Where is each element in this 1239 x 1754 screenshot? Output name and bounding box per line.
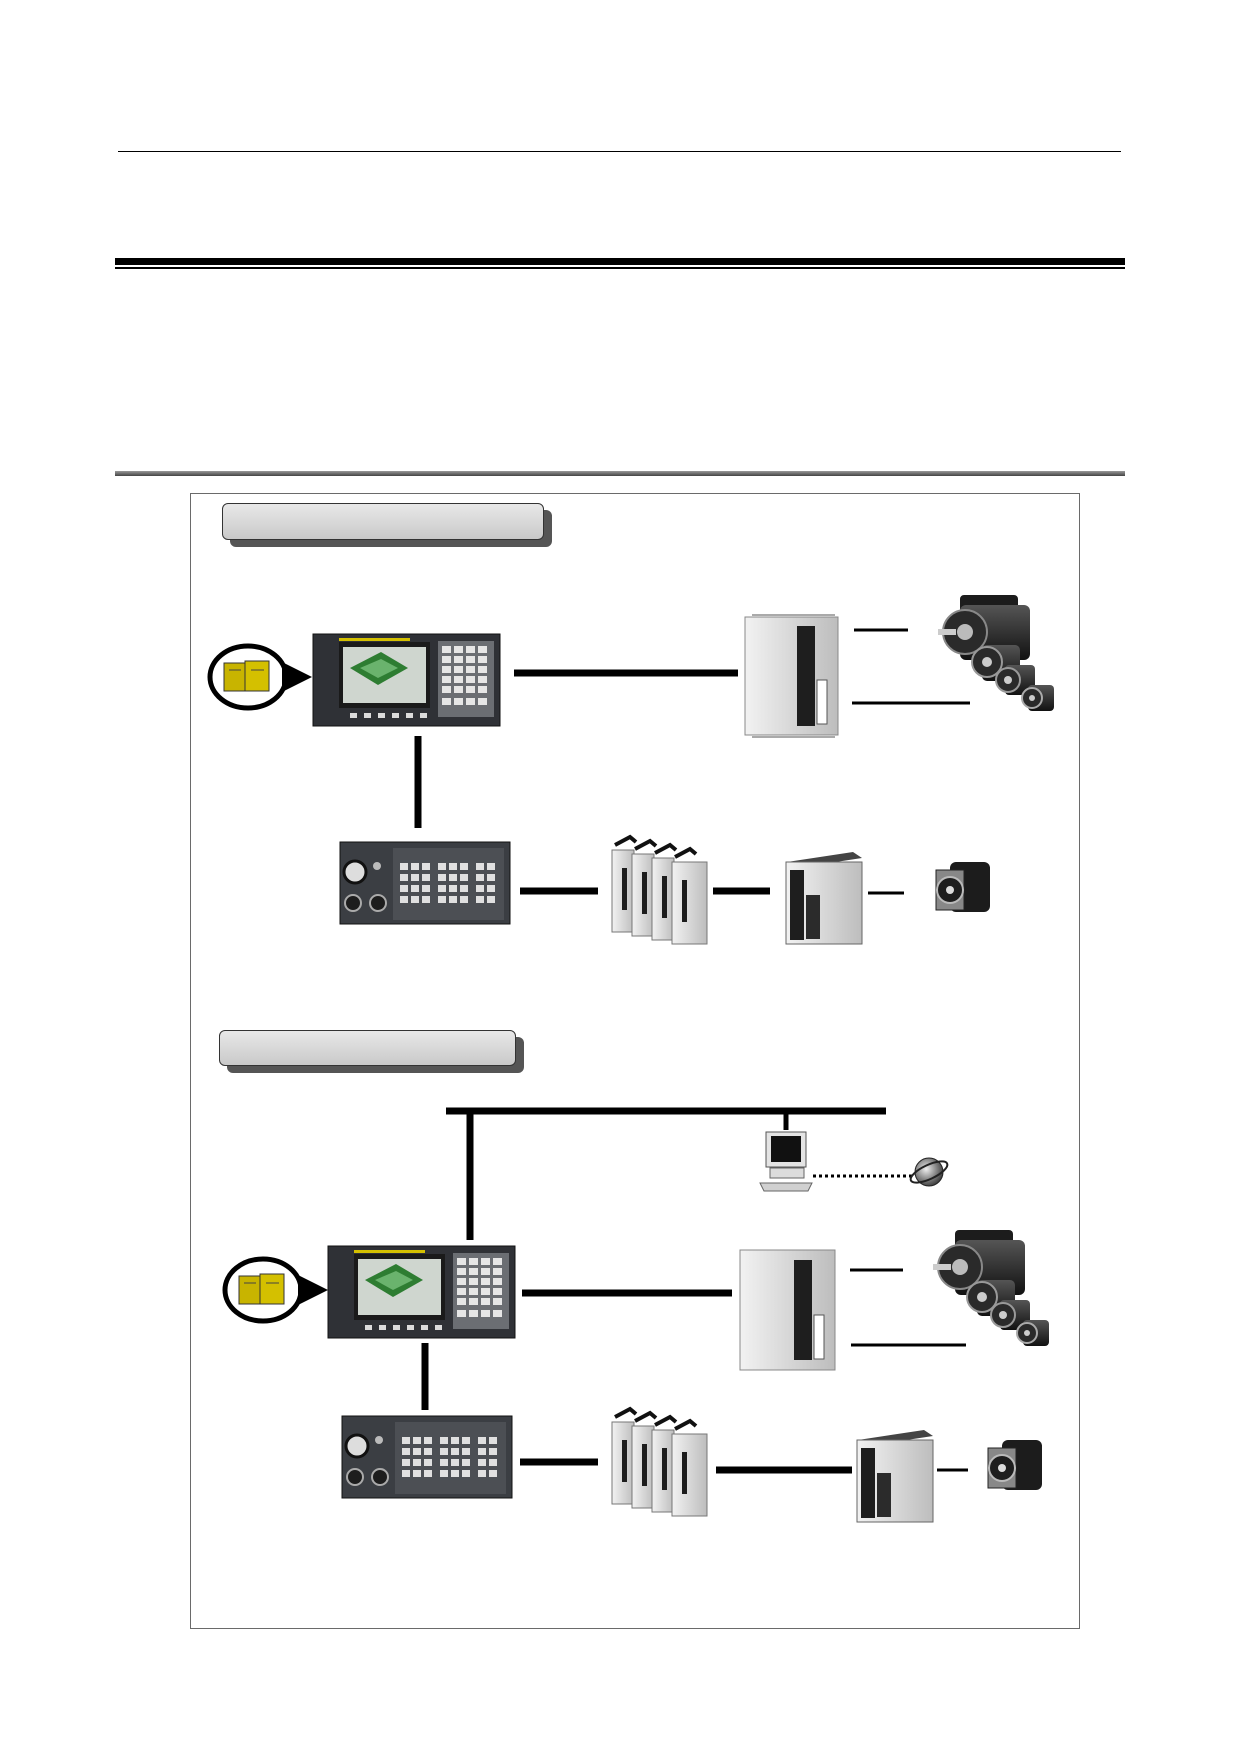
cnc-control-unit-icon [312,633,501,727]
memory-card-icon [207,643,289,711]
chapter-rule-top-secondary [115,267,1125,269]
machine-operator-panel-icon [341,1415,513,1499]
section1-title-box [222,503,544,540]
section2-title-box [219,1030,516,1066]
chapter-rule-top [115,258,1125,265]
header-rule [118,151,1121,152]
memory-card-icon [222,1256,304,1324]
section1-connections [282,628,970,895]
section2-connections [298,1107,968,1474]
servo-amplifier-icon [739,1249,836,1371]
io-module-icon [611,834,708,945]
spindle-amplifier-icon [856,1430,934,1523]
internet-globe-icon [909,1157,949,1187]
servo-amplifier-icon [744,614,839,738]
chapter-rule-bottom [115,471,1125,476]
spindle-motor-icon [935,862,990,912]
spindle-amplifier-icon [785,852,863,945]
servo-motor-icon [938,595,1054,711]
io-module-icon [611,1406,708,1517]
spindle-motor-icon [987,1440,1042,1490]
servo-motor-icon [933,1230,1049,1346]
personal-computer-icon [759,1131,813,1192]
cnc-control-unit-icon [327,1245,516,1339]
machine-operator-panel-icon [339,841,511,925]
figure-frame [190,493,1080,1629]
